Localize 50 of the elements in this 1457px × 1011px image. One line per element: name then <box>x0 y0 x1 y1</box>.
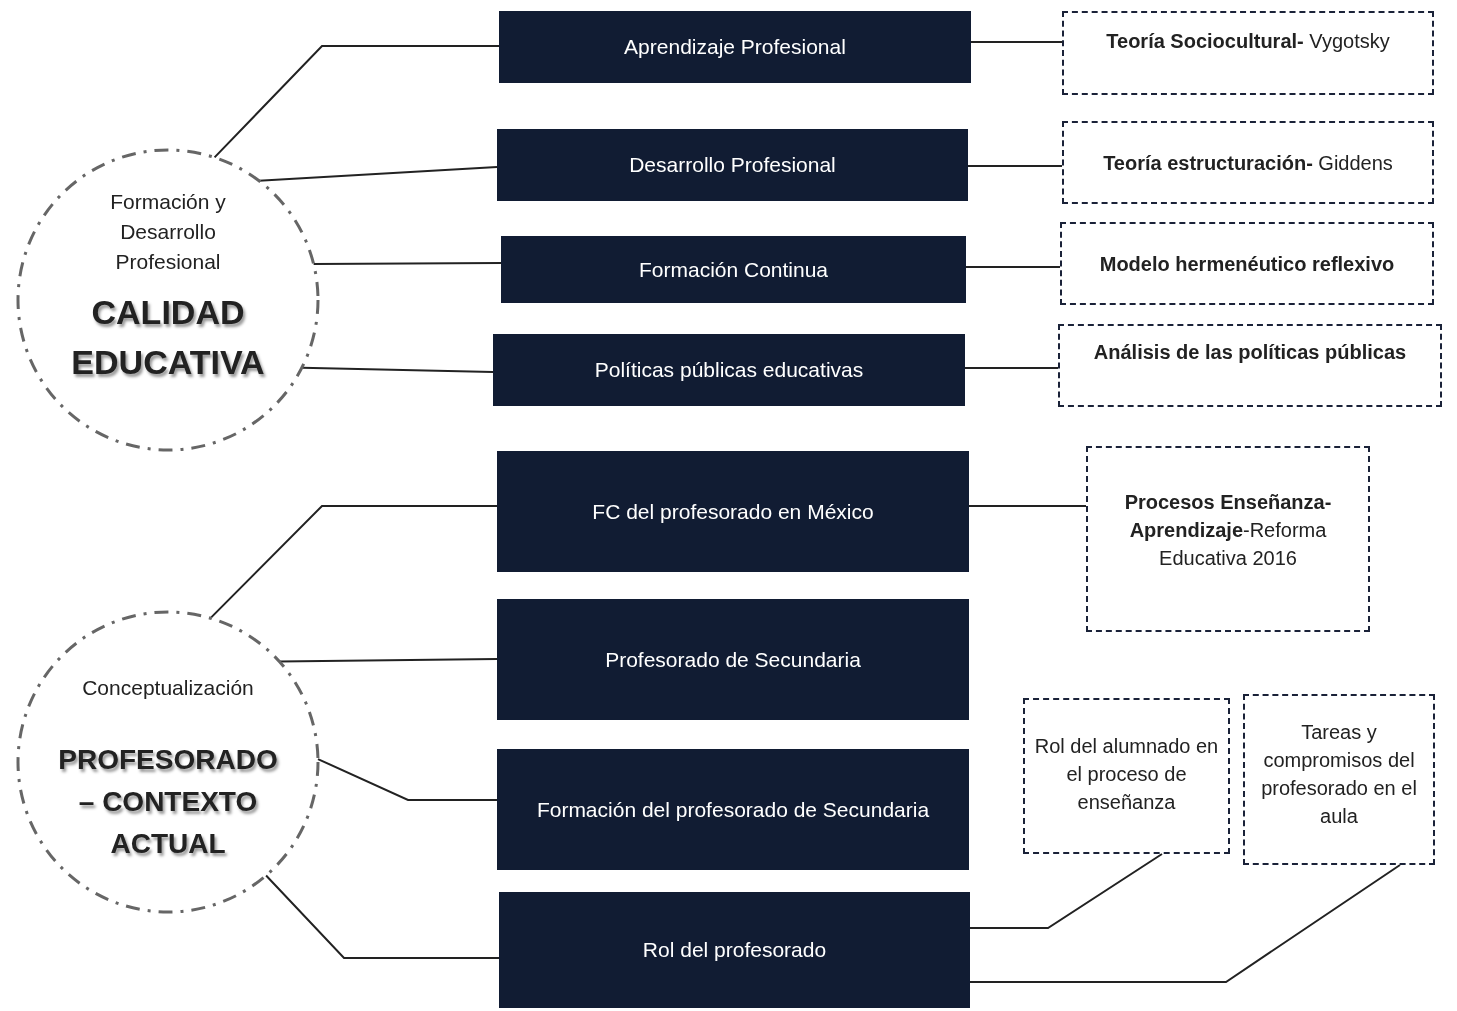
connector-line <box>213 45 500 159</box>
dash-dot-circle <box>15 609 321 915</box>
topic-label: Aprendizaje Profesional <box>624 35 846 59</box>
dashed-note-box <box>1060 222 1434 305</box>
topic-label: Políticas públicas educativas <box>594 358 864 382</box>
dashed-note-box <box>1062 121 1434 204</box>
connector-line <box>968 505 1087 507</box>
topic-box <box>501 236 966 303</box>
topic-box <box>493 334 965 406</box>
dashed-note-box <box>1058 324 1442 407</box>
connector-line <box>265 874 500 959</box>
connector-line <box>969 853 1163 929</box>
dashed-note-box <box>1023 698 1230 854</box>
topic-label: Desarrollo Profesional <box>629 153 836 177</box>
dashed-note-box <box>1062 11 1434 95</box>
connector-line <box>970 41 1063 43</box>
note-text: Tareas y compromisos del profesorado en el aula <box>1260 720 1418 829</box>
note-text: Análisis de las políticas públicas <box>1093 340 1407 365</box>
circle-title: CALIDAD EDUCATIVA <box>70 292 266 383</box>
connector-line <box>312 262 502 266</box>
topic-box <box>497 599 969 720</box>
topic-box <box>497 749 969 870</box>
topic-box <box>497 451 969 572</box>
circle-subtitle: Formación y Desarrollo Profesional <box>109 189 227 275</box>
connector-line <box>209 505 498 620</box>
topic-box <box>497 129 968 201</box>
connector-line <box>965 266 1061 268</box>
note-text: Rol del alumnado en el proceso de enseñanza <box>1033 734 1220 815</box>
note-text: Modelo hermenéutico reflexivo <box>1099 251 1395 277</box>
topic-label: Formación del profesorado de Secundaria <box>536 797 930 822</box>
topic-label: Formación Continua <box>638 257 829 282</box>
connector-line <box>964 367 1059 369</box>
connector-line <box>278 658 498 663</box>
note-text: Teoría Sociocultural- Vygotsky <box>1106 29 1390 54</box>
topic-label: Rol del profesorado <box>642 938 827 962</box>
connector-line <box>316 758 498 801</box>
dashed-note-box <box>1086 446 1370 632</box>
connector-line <box>969 864 1401 983</box>
topic-box <box>499 11 971 83</box>
circle-title: PROFESORADO – CONTEXTO ACTUAL <box>57 743 279 861</box>
dash-dot-circle <box>15 147 321 453</box>
note-text: Teoría estructuración- Giddens <box>1103 150 1393 176</box>
topic-label: Profesorado de Secundaria <box>605 647 861 672</box>
note-text: Procesos Enseñanza- Aprendizaje-Reforma Educativa 2016 <box>1123 490 1333 571</box>
connector-line <box>300 366 494 373</box>
circle-subtitle: Conceptualización <box>81 675 255 701</box>
topic-box <box>499 892 970 1008</box>
connector-line <box>967 165 1063 167</box>
dashed-note-box <box>1243 694 1435 865</box>
topic-label: FC del profesorado en México <box>592 499 874 524</box>
